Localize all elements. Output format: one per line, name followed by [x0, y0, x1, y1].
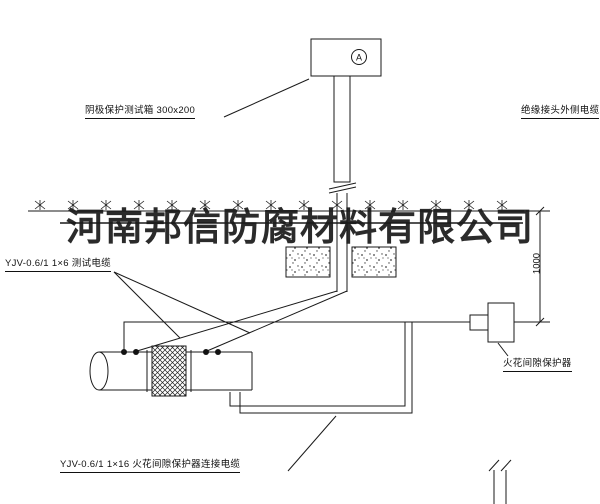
leader-lines: [113, 78, 509, 472]
pipe-riser-symbol: [488, 459, 512, 504]
ground-hatch: [34, 199, 508, 211]
test-box: [310, 38, 382, 77]
test-cable-lines: [136, 290, 348, 352]
dimension-1000-label: 1000: [531, 252, 543, 275]
concrete-block-right: [351, 246, 397, 278]
insulating-joint: [151, 345, 187, 397]
test-box-label: 阴极保护测试箱 300x200: [85, 105, 196, 119]
dimension-lines: [514, 206, 550, 327]
test-cable-label: YJV-0.6/1 1×6 测试电缆: [5, 258, 111, 272]
spark-gap-label: 火花间隙保护器: [503, 358, 572, 372]
riser-casing: [333, 75, 351, 183]
conduit-lines: [336, 193, 348, 292]
current-meter-icon: A: [351, 49, 367, 65]
outer-cable-label: 绝缘接头外侧电缆: [521, 105, 600, 119]
flange-lines: [146, 350, 192, 392]
protector-cable-upper: [123, 321, 470, 352]
casing-break-icon: [328, 182, 357, 194]
spark-gap-protector: [469, 302, 515, 343]
meter-letter: A: [356, 53, 362, 63]
connection-cable-label: YJV-0.6/1 1×16 火花间隙保护器连接电缆: [60, 459, 241, 473]
protector-cable-lower: [229, 322, 413, 414]
concrete-block-left: [285, 246, 331, 278]
